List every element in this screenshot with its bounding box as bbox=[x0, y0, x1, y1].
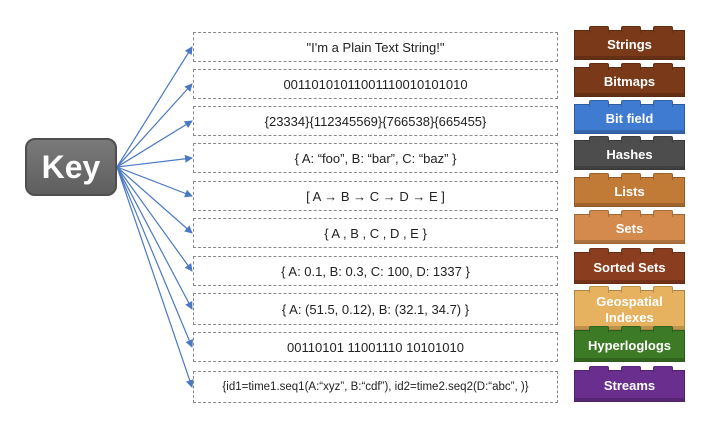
value-box-lists: [ A → B → C → D → E ] bbox=[193, 181, 558, 211]
value-text-hashes: { A: “foo”, B: “bar”, C: “baz” } bbox=[294, 150, 457, 166]
key-box: Key bbox=[25, 138, 117, 196]
type-label-bit-field: Bit field bbox=[605, 111, 654, 126]
brick-stud bbox=[621, 26, 641, 33]
type-label-hashes: Hashes bbox=[606, 147, 653, 162]
brick-stud bbox=[653, 136, 673, 143]
arrow-to-bit-field bbox=[116, 120, 193, 168]
brick-stud bbox=[653, 326, 673, 333]
brick-stud bbox=[653, 63, 673, 70]
value-text-bit-field: {23334}{112345569}{766538}{665455} bbox=[264, 113, 487, 129]
brick-stud bbox=[589, 210, 609, 217]
arrow-to-hashes bbox=[116, 154, 193, 168]
value-text-geospatial-indexes: { A: (51.5, 0.12), B: (32.1, 34.7) } bbox=[281, 301, 470, 317]
brick-stud bbox=[589, 63, 609, 70]
value-box-hashes: { A: “foo”, B: “bar”, C: “baz” } bbox=[193, 143, 558, 173]
value-box-geospatial-indexes: { A: (51.5, 0.12), B: (32.1, 34.7) } bbox=[193, 293, 558, 325]
value-box-hyperloglogs: 00110101 11001110 10101010 bbox=[193, 332, 558, 362]
arrow-to-strings bbox=[116, 46, 193, 168]
brick-stud bbox=[621, 326, 641, 333]
type-label-sorted-sets: Sorted Sets bbox=[593, 260, 666, 275]
arrow-to-sorted-sets bbox=[116, 166, 193, 272]
type-label-streams: Streams bbox=[603, 378, 656, 393]
value-text-sorted-sets: { A: 0.1, B: 0.3, C: 100, D: 1337 } bbox=[281, 263, 470, 279]
brick-stud bbox=[621, 173, 641, 180]
arrow-to-sets bbox=[116, 166, 193, 234]
key-label: Key bbox=[41, 148, 101, 185]
brick-stud bbox=[621, 136, 641, 143]
brick-stud bbox=[653, 366, 673, 373]
brick-stud bbox=[653, 100, 673, 107]
brick-stud bbox=[621, 63, 641, 70]
brick-stud bbox=[653, 173, 673, 180]
value-text-hyperloglogs: 00110101 11001110 10101010 bbox=[287, 339, 464, 355]
type-brick-hyperloglogs: Hyperloglogs bbox=[574, 326, 685, 362]
value-text-streams: {id1=time1.seq1(A:“xyz”, B:“cdf”), id2=t… bbox=[222, 381, 529, 393]
type-brick-strings: Strings bbox=[574, 26, 685, 60]
arrow-to-bitmaps bbox=[116, 83, 193, 168]
value-text-sets: { A , B , C , D , E } bbox=[324, 225, 427, 241]
type-label-sets: Sets bbox=[615, 221, 644, 236]
brick-stud bbox=[589, 326, 609, 333]
value-box-bitmaps: 00110101011001110010101010 bbox=[193, 69, 558, 99]
arrow-to-hyperloglogs bbox=[116, 166, 193, 348]
brick-stud bbox=[653, 210, 673, 217]
brick-stud bbox=[589, 136, 609, 143]
brick-stud bbox=[589, 26, 609, 33]
value-text-strings: "I'm a Plain Text String!" bbox=[306, 39, 445, 55]
type-brick-sorted-sets: Sorted Sets bbox=[574, 248, 685, 284]
type-brick-streams: Streams bbox=[574, 366, 685, 402]
brick-stud bbox=[589, 366, 609, 373]
value-box-bit-field: {23334}{112345569}{766538}{665455} bbox=[193, 106, 558, 136]
type-brick-sets: Sets bbox=[574, 210, 685, 244]
brick-stud bbox=[589, 286, 609, 293]
type-label-hyperloglogs: Hyperloglogs bbox=[587, 338, 672, 353]
value-text-lists: [ A → B → C → D → E ] bbox=[306, 188, 445, 204]
arrow-to-geospatial-indexes bbox=[116, 166, 193, 310]
brick-stud bbox=[653, 26, 673, 33]
type-brick-hashes: Hashes bbox=[574, 136, 685, 170]
arrow-to-lists bbox=[116, 166, 193, 198]
arrow-to-streams bbox=[116, 166, 194, 388]
type-brick-bit-field: Bit field bbox=[574, 100, 685, 134]
brick-stud bbox=[621, 100, 641, 107]
value-text-bitmaps: 00110101011001110010101010 bbox=[283, 76, 468, 92]
brick-stud bbox=[653, 286, 673, 293]
value-box-streams: {id1=time1.seq1(A:“xyz”, B:“cdf”), id2=t… bbox=[193, 371, 558, 403]
type-brick-bitmaps: Bitmaps bbox=[574, 63, 685, 97]
value-box-strings: "I'm a Plain Text String!" bbox=[193, 32, 558, 62]
type-brick-lists: Lists bbox=[574, 173, 685, 207]
brick-stud bbox=[621, 210, 641, 217]
value-box-sorted-sets: { A: 0.1, B: 0.3, C: 100, D: 1337 } bbox=[193, 256, 558, 286]
brick-stud bbox=[621, 286, 641, 293]
type-label-geospatial-indexes: Geospatial Indexes bbox=[596, 294, 663, 325]
brick-stud bbox=[653, 248, 673, 255]
type-brick-geospatial-indexes: Geospatial Indexes bbox=[574, 286, 685, 330]
type-label-bitmaps: Bitmaps bbox=[603, 74, 656, 89]
brick-stud bbox=[621, 366, 641, 373]
type-label-lists: Lists bbox=[614, 184, 645, 199]
value-box-sets: { A , B , C , D , E } bbox=[193, 218, 558, 248]
brick-stud bbox=[589, 173, 609, 180]
type-label-strings: Strings bbox=[607, 37, 652, 52]
brick-stud bbox=[589, 100, 609, 107]
brick-stud bbox=[621, 248, 641, 255]
brick-stud bbox=[589, 248, 609, 255]
